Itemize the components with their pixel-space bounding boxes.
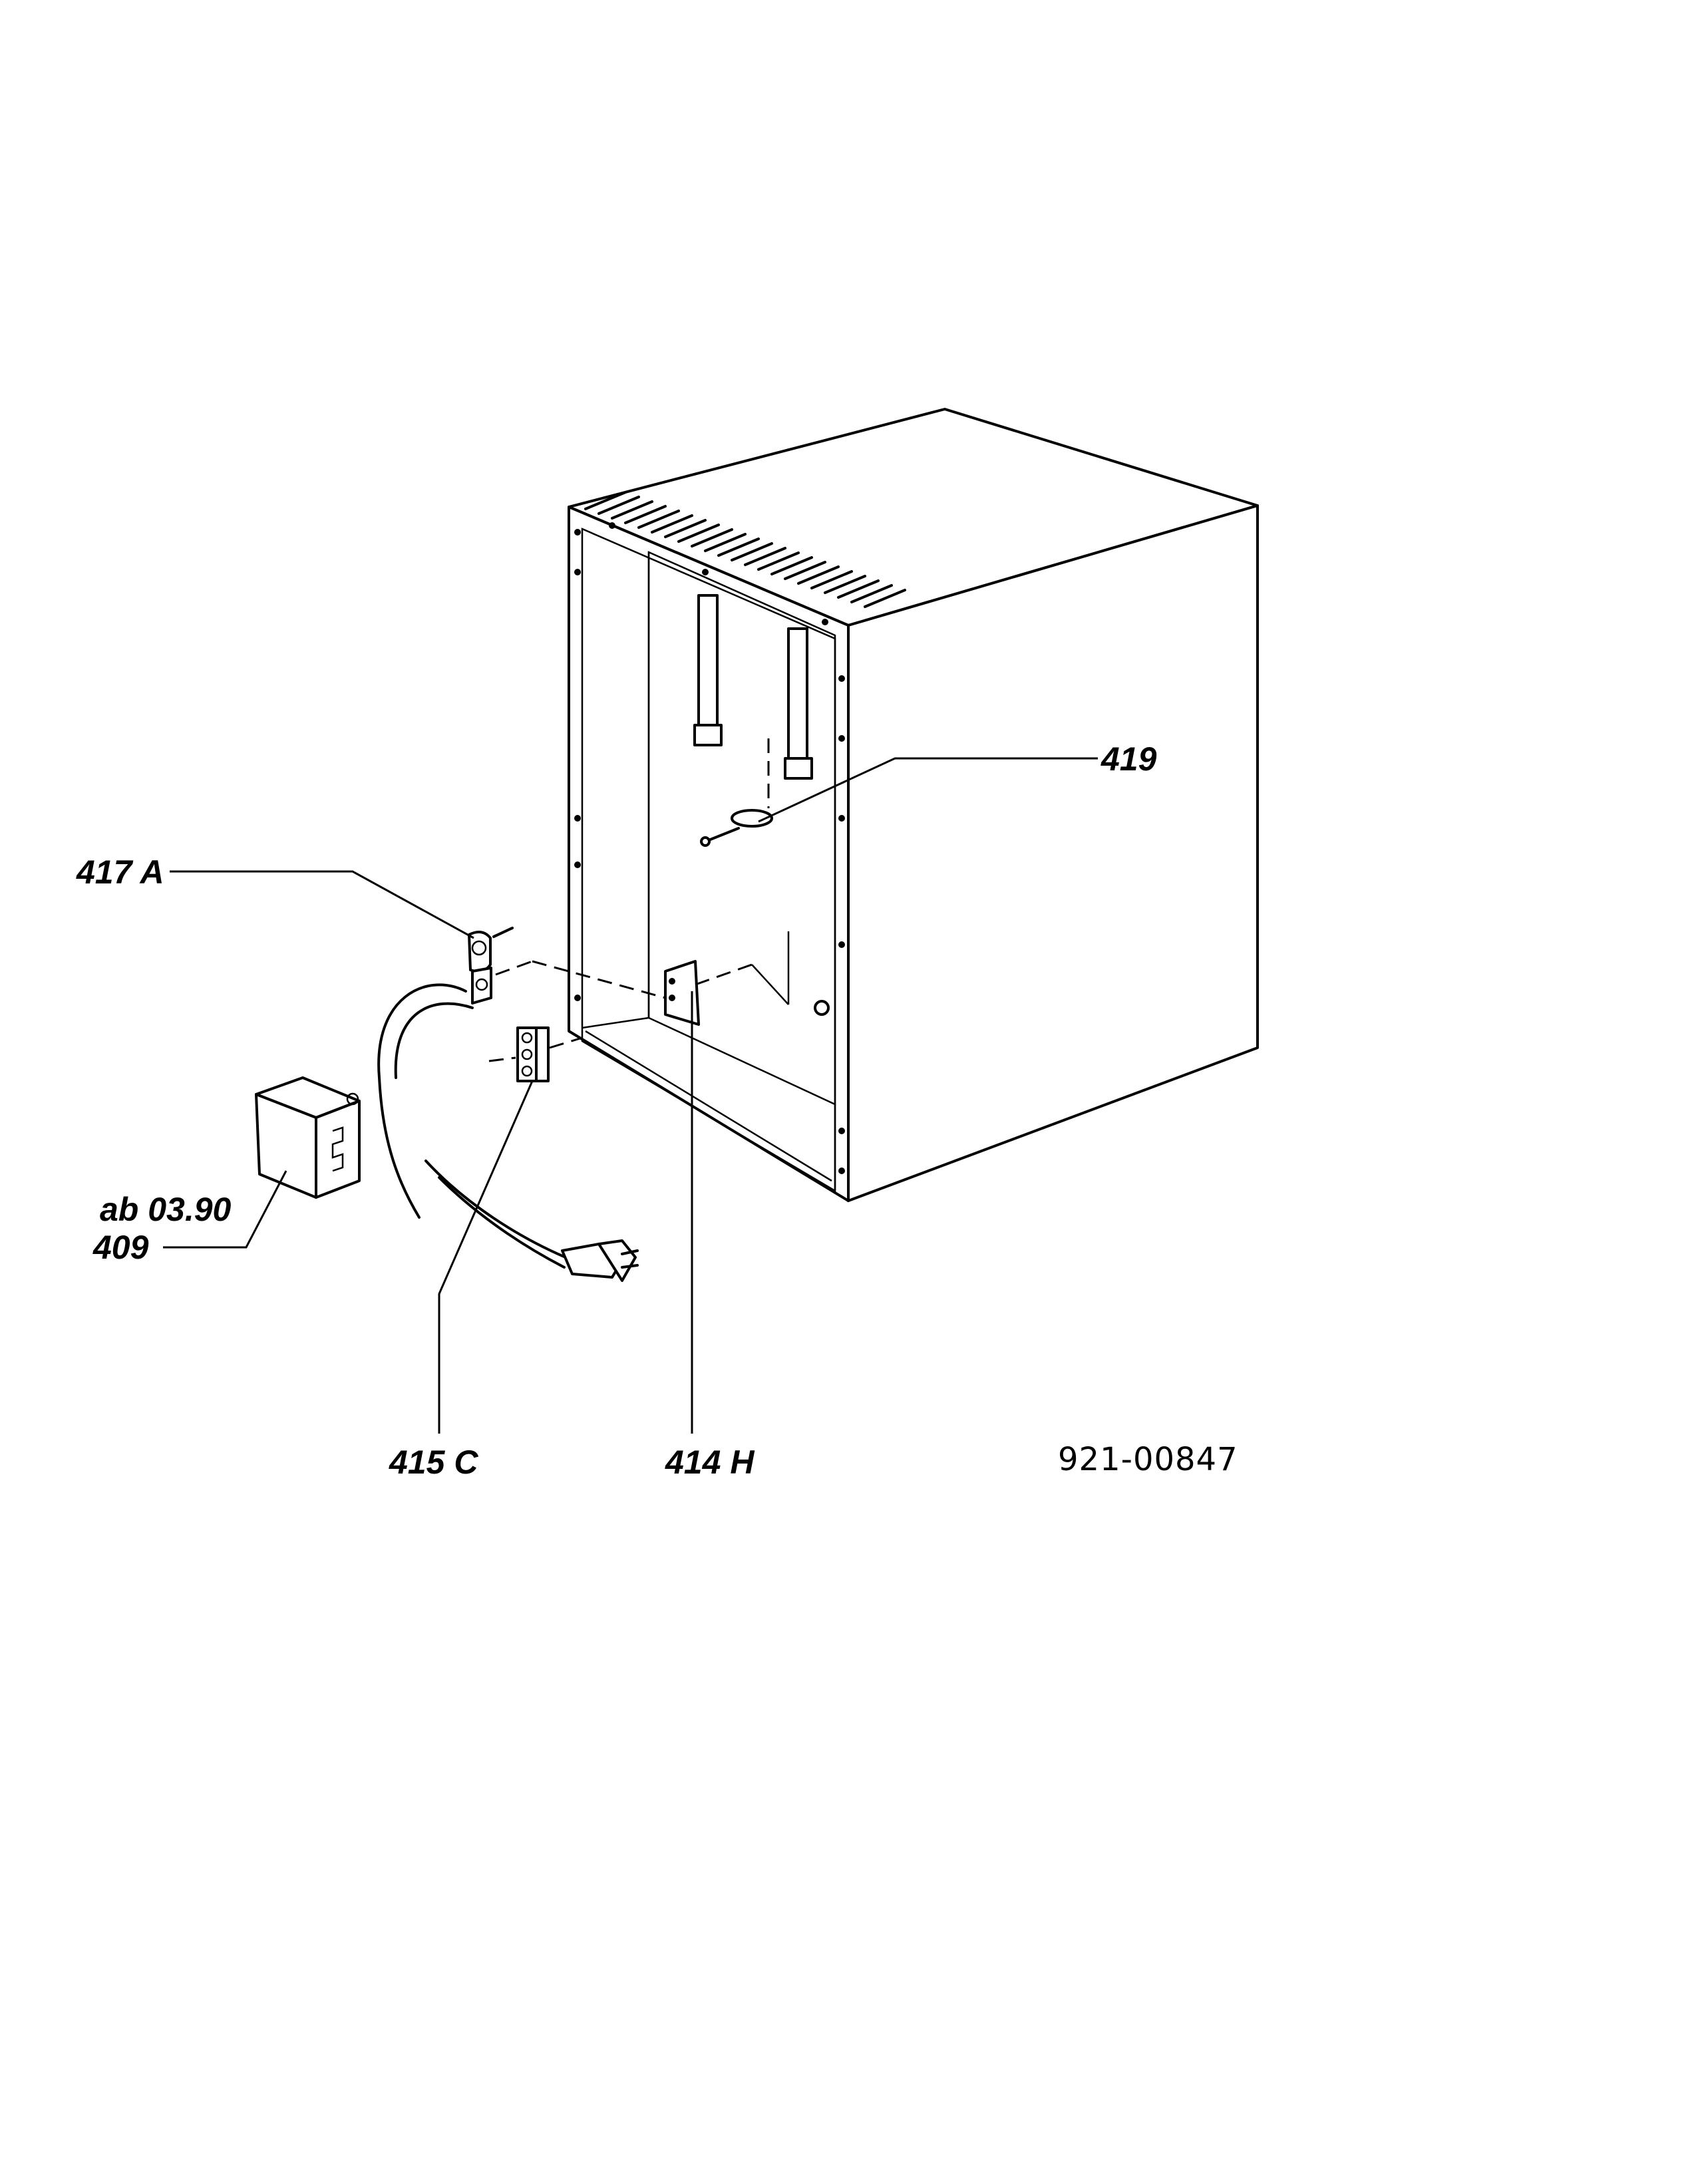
label-417a: 417 A: [76, 854, 164, 891]
label-414h: 414 H: [665, 1444, 755, 1481]
cable-clip-icon: [700, 738, 773, 847]
cabinet-body-icon: [568, 408, 1259, 1202]
plug-icon: [561, 1239, 639, 1282]
label-409: 409: [92, 1229, 149, 1266]
label-415c: 415 C: [389, 1444, 478, 1481]
leader-lines: [163, 757, 1098, 1434]
vent-slots-icon: [584, 491, 906, 608]
terminal-block-icon: [488, 1026, 583, 1082]
mounting-plate-icon: [664, 931, 830, 1026]
bracket-rail-icon: [693, 594, 813, 780]
power-cord-icon: [377, 983, 567, 1269]
label-419: 419: [1101, 740, 1157, 778]
connector-clip-icon: [468, 927, 666, 1005]
transformer-box-icon: [255, 1076, 361, 1199]
label-409-note: ab 03.90: [100, 1191, 232, 1228]
document-number: 921-00847: [1058, 1441, 1238, 1478]
